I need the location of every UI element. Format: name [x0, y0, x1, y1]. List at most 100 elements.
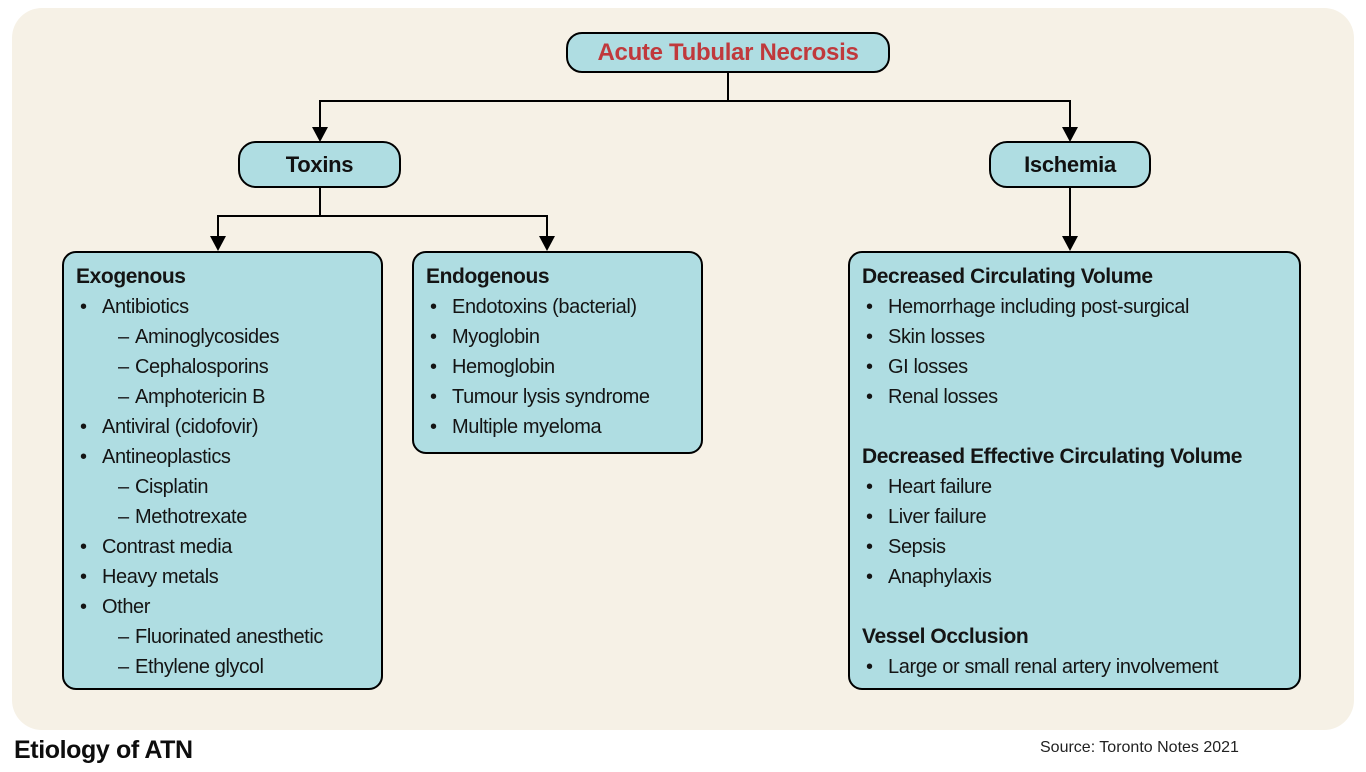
- list-item-text: Aminoglycosides: [135, 326, 280, 348]
- box-exogenous: Exogenous•Antibiotics–Aminoglycosides–Ce…: [62, 251, 383, 690]
- list-item: • Skin losses: [862, 322, 1291, 352]
- bullet-marker: •: [430, 356, 437, 378]
- section-heading: Decreased Effective Circulating Volume: [862, 445, 1243, 468]
- dash-marker: –: [118, 326, 129, 348]
- bullet-marker: •: [80, 596, 87, 618]
- list-item-text: Cephalosporins: [135, 356, 269, 378]
- bullet-marker: •: [80, 296, 87, 318]
- dash-marker: –: [118, 656, 129, 678]
- root-node-label: Acute Tubular Necrosis: [597, 38, 859, 66]
- source-attribution: Source: Toronto Notes 2021: [1040, 739, 1239, 756]
- bullet-marker: •: [866, 476, 873, 498]
- list-item: • Sepsis: [862, 532, 1291, 562]
- list-item-text: Sepsis: [888, 536, 946, 558]
- list-item-text: Ethylene glycol: [135, 656, 264, 678]
- list-item-text: Renal losses: [888, 386, 998, 408]
- section-heading: Vessel Occlusion: [862, 625, 1029, 648]
- bullet-marker: •: [430, 416, 437, 438]
- list-item: –Methotrexate: [76, 502, 373, 532]
- bullet-marker: •: [80, 416, 87, 438]
- list-item: • Heavy metals: [76, 562, 373, 592]
- list-item: –Amphotericin B: [76, 382, 373, 412]
- list-section: Exogenous•Antibiotics–Aminoglycosides–Ce…: [76, 262, 373, 682]
- ischemia-node-label: Ischemia: [1024, 151, 1116, 177]
- list-item-text: Antibiotics: [102, 296, 189, 318]
- list-item: • Antineoplastics: [76, 442, 373, 472]
- bullet-marker: •: [430, 326, 437, 348]
- list-item-text: Hemorrhage including post-surgical: [888, 296, 1189, 318]
- list-item: •Heart failure: [862, 472, 1291, 502]
- toxins-node-label: Toxins: [285, 151, 354, 177]
- list-item-text: Skin losses: [888, 326, 985, 348]
- list-item-text: Myoglobin: [452, 326, 540, 348]
- dash-marker: –: [118, 626, 129, 648]
- box-endogenous: Endogenous • Endotoxins (bacterial) • Myoglo…: [412, 251, 703, 454]
- list-item: • Antiviral (cidofovir): [76, 412, 373, 442]
- bullet-marker: •: [866, 296, 873, 318]
- figure-caption: Etiology of ATN: [14, 736, 193, 764]
- bullet-marker: •: [866, 356, 873, 378]
- node-acute-tubular-necrosis: Acute Tubular Necrosis: [566, 32, 890, 73]
- bullet-marker: •: [866, 566, 873, 588]
- bullet-marker: •: [866, 656, 873, 678]
- list-item: • Anaphylaxis: [862, 562, 1291, 592]
- list-item-text: Heavy metals: [102, 566, 219, 588]
- list-item: • Renal losses: [862, 382, 1291, 412]
- dash-marker: –: [118, 386, 129, 408]
- list-item-text: Amphotericin B: [135, 386, 266, 408]
- section-heading: Decreased Circulating Volume: [862, 265, 1153, 288]
- bullet-marker: •: [866, 326, 873, 348]
- list-item-text: Endotoxins (bacterial): [452, 296, 637, 318]
- list-item: • Myoglobin: [426, 322, 693, 352]
- list-item-text: Multiple myeloma: [452, 416, 602, 438]
- list-item-text: Anaphylaxis: [888, 566, 992, 588]
- list-item-text: Other: [102, 596, 151, 618]
- list-item: • Contrast media: [76, 532, 373, 562]
- list-item: • Endotoxins (bacterial): [426, 292, 693, 322]
- bullet-marker: •: [866, 506, 873, 528]
- list-item: • Liver failure: [862, 502, 1291, 532]
- list-item-text: Fluorinated anesthetic: [135, 626, 323, 648]
- bullet-marker: •: [866, 386, 873, 408]
- section-heading: Endogenous: [426, 265, 550, 288]
- list-item-text: Contrast media: [102, 536, 233, 558]
- node-ischemia: Ischemia: [989, 141, 1151, 188]
- list-item-text: Liver failure: [888, 506, 987, 528]
- list-item: –Fluorinated anesthetic: [76, 622, 373, 652]
- list-item-text: Cisplatin: [135, 476, 209, 498]
- list-item: –Ethylene glycol: [76, 652, 373, 682]
- list-item: • Multiple myeloma: [426, 412, 693, 442]
- list-section: Endogenous • Endotoxins (bacterial) • Myoglo…: [426, 262, 693, 442]
- node-toxins: Toxins: [238, 141, 401, 188]
- list-item-text: Antineoplastics: [102, 446, 231, 468]
- list-item-text: Antiviral (cidofovir): [102, 416, 259, 438]
- list-item: • GI losses: [862, 352, 1291, 382]
- dash-marker: –: [118, 356, 129, 378]
- list-item: • Other: [76, 592, 373, 622]
- list-item: • Hemorrhage including post-surgical: [862, 292, 1291, 322]
- list-item: • Hemoglobin: [426, 352, 693, 382]
- list-item: •Large or small renal artery involvement: [862, 652, 1291, 682]
- list-item-text: Tumour lysis syndrome: [452, 386, 650, 408]
- box-ischemia-causes: Decreased Circulating Volume • Hemorrhage …: [848, 251, 1301, 690]
- list-item-text: Methotrexate: [135, 506, 247, 528]
- bullet-marker: •: [430, 296, 437, 318]
- list-item-text: Hemoglobin: [452, 356, 555, 378]
- bullet-marker: •: [430, 386, 437, 408]
- dash-marker: –: [118, 506, 129, 528]
- bullet-marker: •: [866, 536, 873, 558]
- section-heading: Exogenous: [76, 265, 186, 288]
- list-item: • Antibiotics: [76, 292, 373, 322]
- list-item-text: GI losses: [888, 356, 968, 378]
- list-item: –Aminoglycosides: [76, 322, 373, 352]
- list-section: Decreased Effective Circulating Volume •H…: [862, 442, 1291, 592]
- list-item: –Cephalosporins: [76, 352, 373, 382]
- bullet-marker: •: [80, 536, 87, 558]
- list-section: Decreased Circulating Volume • Hemorrhage …: [862, 262, 1291, 412]
- bullet-marker: •: [80, 566, 87, 588]
- list-item: –Cisplatin: [76, 472, 373, 502]
- bullet-marker: •: [80, 446, 87, 468]
- dash-marker: –: [118, 476, 129, 498]
- list-section: Vessel Occlusion •Large or small renal ar…: [862, 622, 1291, 682]
